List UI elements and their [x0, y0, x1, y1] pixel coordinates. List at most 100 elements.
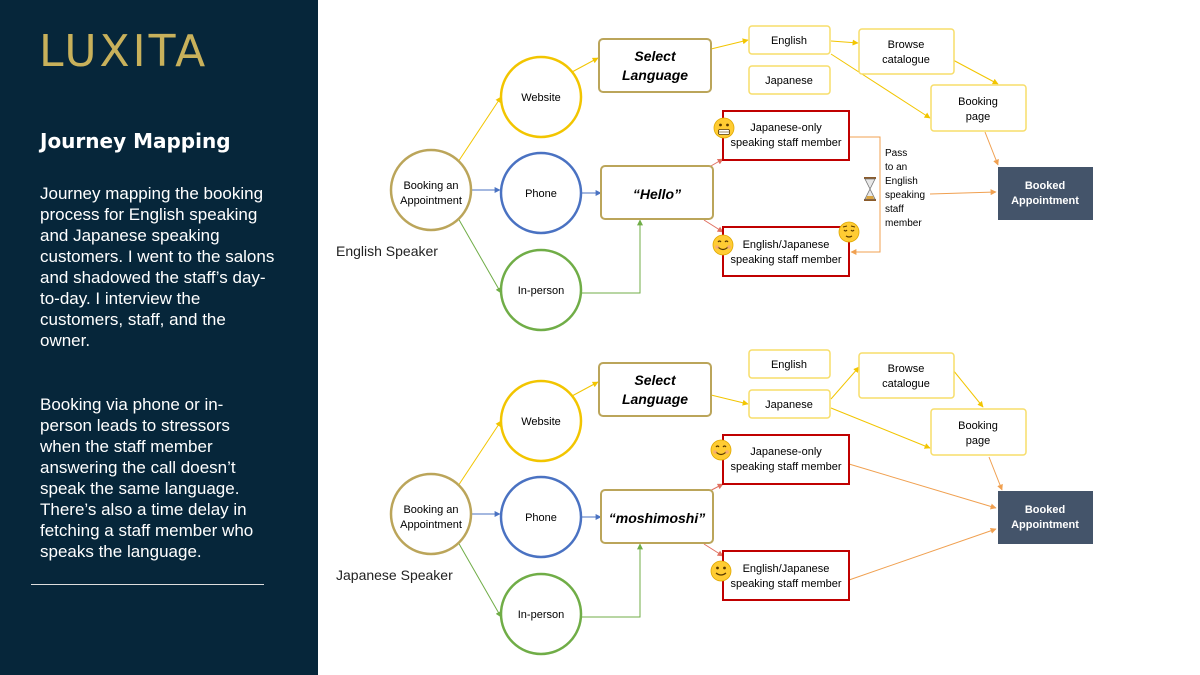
start-label-line1: Booking an — [403, 504, 458, 516]
hourglass-icon — [864, 177, 876, 201]
relieved-face-icon — [838, 221, 860, 243]
select-language-line1: Select — [634, 372, 677, 388]
inperson-label: In-person — [518, 285, 564, 297]
booked-line2: Appointment — [1011, 195, 1079, 207]
start-label-line2: Appointment — [400, 519, 462, 531]
japanese-staff-line2: speaking staff member — [730, 461, 841, 473]
connector-pass-to-english-staff — [850, 136, 881, 255]
browse-catalogue-box: Browse catalogue — [858, 28, 955, 75]
pass-note: Pass to an English speaking staff member — [885, 148, 925, 229]
language-japanese-label: Japanese — [765, 75, 813, 87]
connector-booking-booked — [984, 131, 999, 166]
phone-label: Phone — [525, 188, 557, 200]
language-japanese-box: Japanese — [748, 389, 831, 419]
japanese-staff-box: Japanese-only speaking staff member — [722, 434, 850, 485]
connector-select-japanese — [710, 394, 749, 406]
connector-booking-booked — [988, 456, 1003, 491]
sidebar: LUXITA Journey Mapping Journey mapping t… — [0, 0, 318, 675]
pass-line4: speaking — [885, 190, 925, 201]
smiling-face-icon — [712, 234, 734, 256]
bilingual-staff-box: English/Japanese speaking staff member — [722, 550, 850, 601]
select-language-box: Select Language — [598, 38, 712, 93]
booked-line2: Appointment — [1011, 519, 1079, 531]
connector-pass-booked — [929, 189, 997, 196]
connector-inperson-greeting — [581, 219, 643, 294]
description-paragraph-2: Booking via phone or in-person leads to … — [40, 395, 254, 561]
connector-inperson-greeting — [581, 543, 643, 618]
pass-line2: to an — [885, 162, 907, 173]
language-english-box: English — [748, 25, 831, 55]
booked-line1: Booked — [1025, 504, 1065, 516]
divider — [31, 584, 264, 585]
japanese-staff-line1: Japanese-only — [750, 122, 822, 134]
connector-japanese-booking — [830, 407, 931, 449]
connector-website-select — [571, 381, 599, 397]
connector-start-inperson — [457, 541, 502, 618]
bilingual-staff-box: English/Japanese speaking staff member — [722, 226, 850, 277]
language-english-label: English — [771, 35, 807, 47]
select-language-line2: Language — [622, 391, 688, 407]
greeting-box: “Hello” — [600, 165, 714, 220]
language-english-label: English — [771, 359, 807, 371]
booking-page-box: Booking page — [930, 84, 1027, 132]
japanese-speaker-map: Japanese Speaker Booking an Appointment … — [336, 349, 1093, 656]
phone-label: Phone — [525, 512, 557, 524]
browse-line1: Browse — [888, 39, 925, 51]
pass-line6: member — [885, 218, 922, 229]
grimacing-face-icon — [713, 117, 735, 139]
browse-line2: catalogue — [882, 378, 930, 390]
connector-bistaff-booked — [848, 527, 997, 581]
language-japanese-label: Japanese — [765, 399, 813, 411]
japanese-speaker-label: Japanese Speaker — [336, 567, 453, 583]
japanese-staff-box: Japanese-only speaking staff member — [722, 110, 850, 161]
connector-start-website — [457, 420, 502, 487]
start-node: Booking an Appointment — [389, 148, 473, 232]
japanese-staff-line1: Japanese-only — [750, 446, 822, 458]
smiling-face-icon — [710, 560, 732, 582]
booked-line1: Booked — [1025, 180, 1065, 192]
description-paragraph-1: Journey mapping the booking process for … — [40, 184, 275, 350]
phone-node: Phone — [499, 151, 583, 235]
smiling-face-icon — [710, 439, 732, 461]
booking-page-line1: Booking — [958, 96, 998, 108]
greeting-box: “moshimoshi” — [600, 489, 714, 544]
booking-page-line2: page — [966, 435, 990, 447]
english-speaker-label: English Speaker — [336, 243, 438, 259]
connector-greeting-bistaff — [703, 543, 724, 557]
bilingual-staff-line2: speaking staff member — [730, 254, 841, 266]
language-japanese-box: Japanese — [748, 65, 831, 95]
browse-line2: catalogue — [882, 54, 930, 66]
booking-page-line1: Booking — [958, 420, 998, 432]
connector-browse-booking — [952, 369, 984, 408]
start-label-line1: Booking an — [403, 180, 458, 192]
website-node: Website — [499, 55, 583, 139]
booked-box: Booked Appointment — [998, 491, 1093, 544]
connector-start-inperson — [457, 217, 502, 294]
connector-greeting-bistaff — [703, 219, 724, 233]
connector-select-english — [710, 38, 749, 50]
japanese-staff-line2: speaking staff member — [730, 137, 841, 149]
booking-page-line2: page — [966, 111, 990, 123]
connector-browse-booking — [952, 59, 999, 85]
inperson-node: In-person — [499, 572, 583, 656]
pass-line3: English — [885, 176, 918, 187]
browse-line1: Browse — [888, 363, 925, 375]
english-speaker-map: English Speaker Booking an Appointment W… — [336, 25, 1093, 332]
inperson-label: In-person — [518, 609, 564, 621]
connector-website-select — [571, 57, 599, 73]
greeting-text: “Hello” — [633, 186, 681, 202]
start-label-line2: Appointment — [400, 195, 462, 207]
bilingual-staff-line1: English/Japanese — [743, 239, 830, 251]
website-label: Website — [521, 416, 561, 428]
connector-jpstaff-booked — [848, 463, 997, 510]
bilingual-staff-line1: English/Japanese — [743, 563, 830, 575]
pass-line5: staff — [885, 204, 904, 215]
select-language-line2: Language — [622, 67, 688, 83]
greeting-text: “moshimoshi” — [609, 510, 705, 526]
select-language-box: Select Language — [598, 362, 712, 417]
inperson-node: In-person — [499, 248, 583, 332]
browse-catalogue-box: Browse catalogue — [858, 352, 955, 399]
connector-english-browse — [830, 39, 859, 46]
connector-japanese-browse — [830, 366, 860, 400]
